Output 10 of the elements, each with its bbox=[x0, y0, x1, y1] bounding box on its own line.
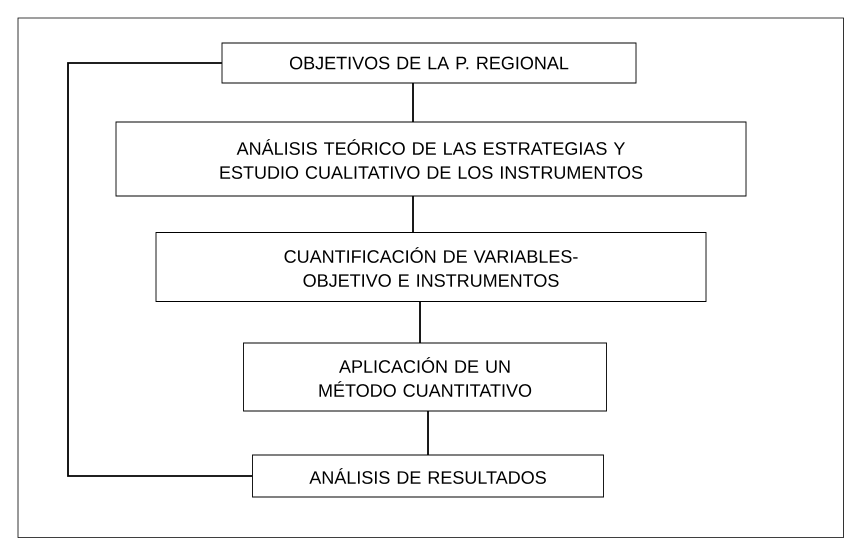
process-box: OBJETIVOS DE LA P. REGIONAL bbox=[222, 42, 636, 84]
connector-line bbox=[67, 62, 252, 477]
connector-line bbox=[412, 196, 414, 232]
process-box: ANÁLISIS TEÓRICO DE LAS ESTRATEGIAS Y ESTUDIO CUALITATIVO DE LOS INSTRUMENTOS bbox=[116, 122, 746, 196]
connector-line bbox=[412, 83, 414, 122]
connector-line bbox=[427, 411, 429, 455]
process-box: CUANTIFICACIÓN DE VARIABLES-OBJETIVO E INSTRUMENTOS bbox=[156, 232, 706, 302]
process-box: ANÁLISIS DE RESULTADOS bbox=[252, 454, 604, 498]
connector-line bbox=[419, 302, 421, 343]
process-box: APLICACIÓN DE UN MÉTODO CUANTITATIVO bbox=[243, 342, 607, 412]
